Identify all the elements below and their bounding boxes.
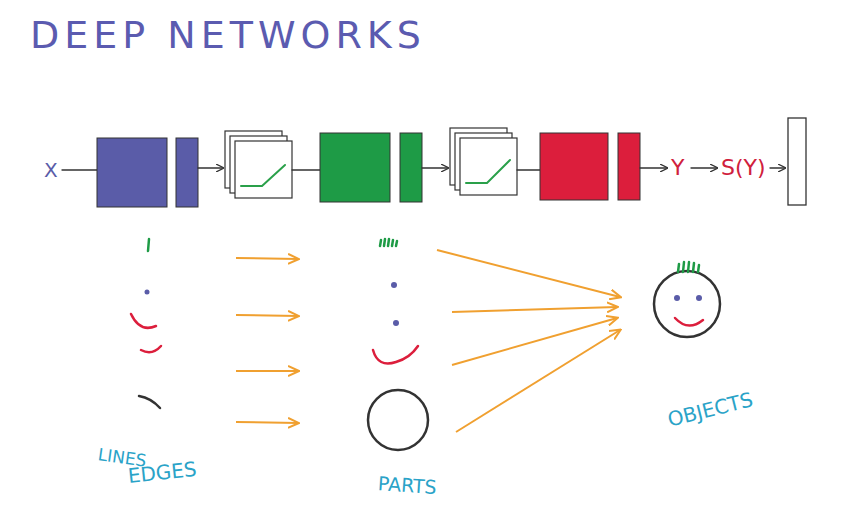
face-object (654, 262, 720, 337)
relu-stack (225, 131, 292, 198)
layer-label: EDGES (127, 459, 198, 486)
flow-arrows (437, 250, 620, 432)
output-label: Y (671, 157, 684, 179)
flow-arrows (236, 258, 298, 423)
edge-features (131, 239, 161, 408)
relu-stack (450, 128, 517, 195)
layer-label: OBJECTS (666, 389, 755, 429)
softmax-label: S(Y) (721, 157, 766, 179)
layer-label: PARTS (377, 474, 437, 497)
part-features (368, 239, 428, 450)
input-label: X (44, 160, 58, 180)
diagram-title: DEEP NETWORKS (30, 16, 426, 54)
pipeline (62, 118, 806, 207)
